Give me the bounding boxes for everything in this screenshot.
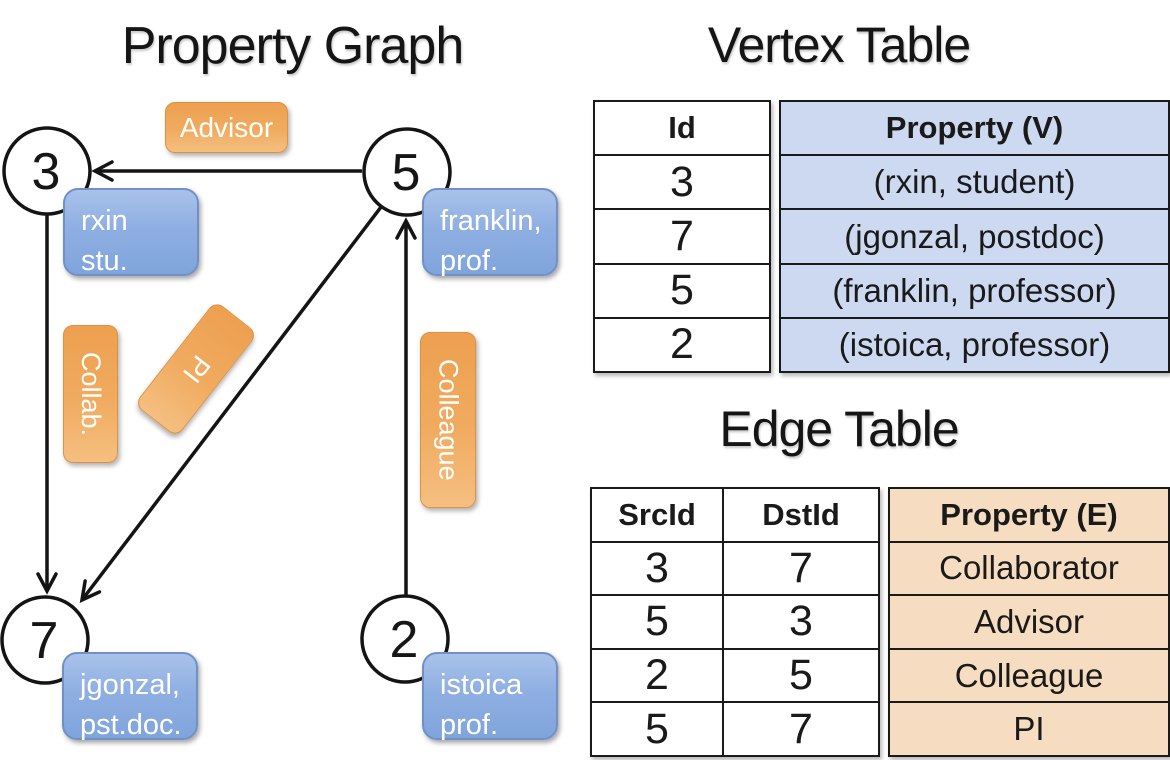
table-cell: Colleague: [890, 647, 1168, 702]
vertex-table: Id 3 7 5 2 Property (V) (rxin, student) …: [593, 100, 1170, 373]
table-row: 5 3: [592, 594, 878, 648]
table-cell: (rxin, student): [781, 154, 1168, 208]
table-cell: (franklin, professor): [781, 262, 1168, 317]
vertex-label-3-line2: stu.: [81, 245, 128, 277]
edge-label-collab-text: Collab.: [76, 351, 106, 437]
vertex-table-property-column: Property (V) (rxin, student) (jgonzal, p…: [779, 100, 1170, 373]
vertex-table-title: Vertex Table: [707, 17, 971, 73]
table-cell: Collaborator: [890, 540, 1168, 595]
edge-label-advisor: Advisor: [165, 102, 288, 153]
table-cell: 2: [645, 651, 669, 700]
vertex-id-3: 3: [32, 143, 61, 201]
table-cell: 3: [722, 596, 878, 648]
table-cell: 3: [595, 154, 769, 208]
vertex-label-2: istoica prof.: [422, 652, 558, 741]
property-graph-title: Property Graph: [121, 17, 465, 75]
table-row: 2 5: [592, 647, 878, 702]
vertex-label-7: jgonzal, pst.doc.: [62, 652, 198, 741]
edge-table: SrcId DstId 3 7 5 3 2 5 5 7 Property (E)…: [590, 487, 1170, 757]
vertex-label-3: rxin stu.: [63, 188, 199, 277]
vertex-label-5-line1: franklin,: [440, 205, 542, 237]
table-cell: PI: [890, 701, 1168, 755]
vertex-id-5: 5: [392, 144, 421, 202]
edge-label-pi-text: PI: [176, 350, 217, 389]
table-cell: 2: [595, 316, 769, 371]
edge-pi-5-to-7: [79, 205, 383, 603]
table-row: 3 7: [592, 540, 878, 595]
edge-table-title: Edge Table: [719, 401, 959, 457]
table-cell: 3: [645, 543, 669, 592]
vertex-label-5: franklin, prof.: [422, 188, 558, 277]
vertex-id-7: 7: [30, 612, 59, 670]
table-cell: Advisor: [890, 594, 1168, 648]
edge-label-colleague: Colleague: [420, 332, 476, 508]
table-cell: (jgonzal, postdoc): [781, 208, 1168, 262]
edge-table-header-property: Property (E): [940, 496, 1118, 532]
table-cell: 5: [645, 704, 669, 753]
table-cell: 7: [595, 208, 769, 262]
edge-table-header-row: SrcId DstId: [592, 489, 878, 541]
edge-table-id-columns: SrcId DstId 3 7 5 3 2 5 5 7: [590, 487, 880, 757]
edge-label-advisor-text: Advisor: [179, 111, 274, 143]
vertex-label-7-line1: jgonzal,: [80, 669, 180, 701]
table-cell: 7: [722, 703, 878, 755]
vertex-label-3-line1: rxin: [81, 205, 128, 237]
table-cell: 7: [722, 542, 878, 595]
edge-table-header-srcid: SrcId: [618, 496, 696, 532]
edge-label-colleague-text: Colleague: [433, 359, 464, 481]
edge-table-property-column: Property (E) Collaborator Advisor Collea…: [888, 487, 1170, 757]
table-cell: 5: [645, 597, 669, 646]
edge-table-header-dstid: DstId: [722, 489, 878, 541]
vertex-label-2-line2: prof.: [440, 709, 499, 741]
vertex-table-header-property: Property (V): [885, 110, 1064, 146]
vertex-table-id-column: Id 3 7 5 2: [593, 100, 771, 373]
vertex-table-header-id: Id: [668, 110, 696, 146]
table-cell: 5: [722, 649, 878, 702]
edge-label-collab: Collab.: [63, 325, 118, 463]
vertex-label-5-line2: prof.: [440, 245, 499, 277]
table-row: 5 7: [592, 701, 878, 755]
vertex-id-2: 2: [390, 611, 419, 669]
vertex-label-7-line2: pst.doc.: [80, 709, 182, 741]
table-cell: 5: [595, 262, 769, 317]
table-cell: (istoica, professor): [781, 316, 1168, 371]
vertex-label-2-line1: istoica: [440, 669, 523, 701]
